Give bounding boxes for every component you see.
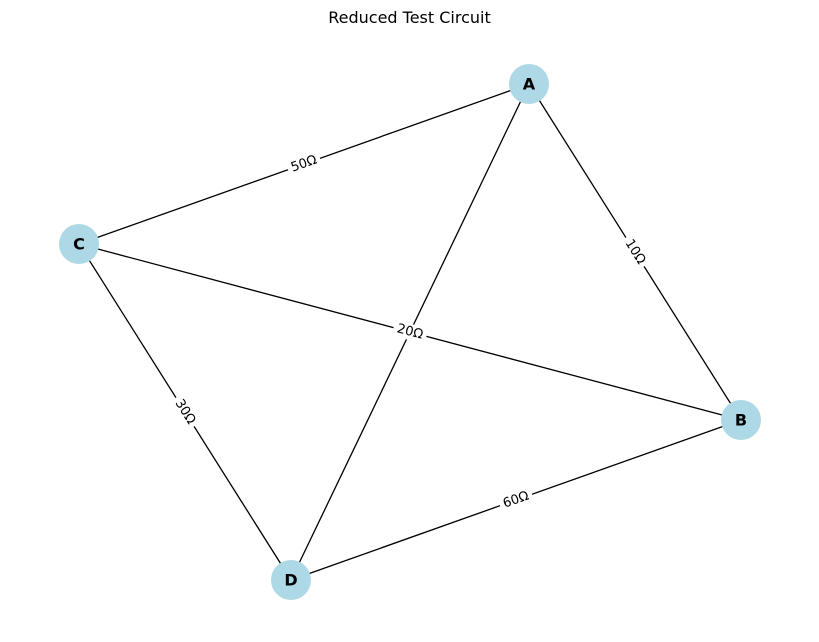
edge-label-group: 20Ω — [391, 319, 429, 345]
edge-c-a: 50Ω — [78, 83, 530, 245]
node-circle — [721, 400, 761, 440]
edge-d-b: 60Ω — [290, 419, 742, 581]
node-circle — [509, 64, 549, 104]
edge-label-group: 10Ω — [619, 233, 651, 271]
edge-label-background — [169, 393, 201, 431]
diagram-title: Reduced Test Circuit — [328, 8, 491, 27]
edge-c-b: 20Ω — [78, 243, 742, 421]
edge-c-d: 30Ω — [78, 243, 292, 581]
edge-a-b: 10Ω — [528, 83, 742, 421]
edge-label-group: 50Ω — [285, 150, 323, 178]
edge-label-background — [285, 150, 323, 178]
node-b: B — [721, 400, 761, 440]
edge-label-group: 30Ω — [169, 393, 201, 431]
edge-label-group: 60Ω — [497, 486, 535, 514]
edges-layer: 50Ω 10Ω 20Ω 30Ω 60Ω — [78, 83, 742, 581]
node-c: C — [59, 224, 99, 264]
node-d: D — [271, 560, 311, 600]
node-circle — [271, 560, 311, 600]
edge-label-background — [497, 486, 535, 514]
edge-label-background — [619, 233, 651, 271]
node-label: D — [284, 571, 297, 590]
node-label: B — [735, 411, 747, 430]
node-circle — [59, 224, 99, 264]
edge-label-background — [391, 319, 429, 345]
nodes-layer: A B C D — [59, 64, 761, 600]
node-label: C — [73, 235, 85, 254]
node-a: A — [509, 64, 549, 104]
edge-label: 20Ω — [395, 321, 425, 342]
node-label: A — [523, 75, 536, 94]
